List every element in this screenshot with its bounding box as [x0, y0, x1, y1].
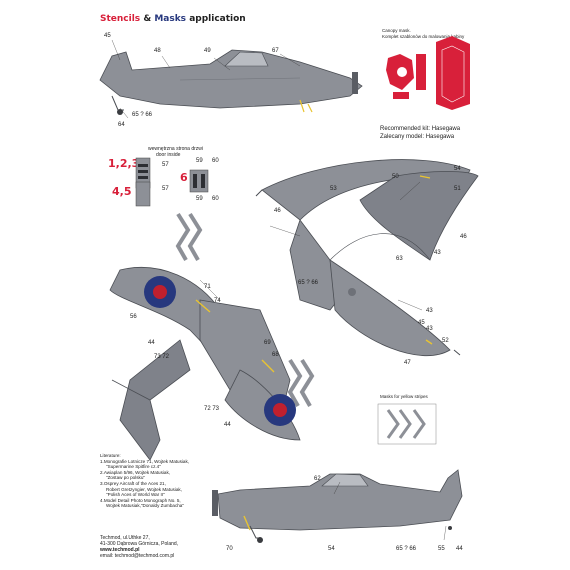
door-caption: wewnętrzna strona drzwi door inside: [148, 146, 203, 158]
side-profile-top: [99, 49, 363, 115]
side-profile-bottom: [212, 469, 463, 543]
stencil-number: 44: [224, 422, 231, 428]
stencil-number: 57: [162, 162, 169, 168]
stencil-number: 51: [454, 186, 461, 192]
stencil-number: 45: [418, 320, 425, 326]
literature-list: Literature: 1.Monografie Lotnicze 71, Wo…: [100, 453, 189, 509]
stencil-number: 62: [314, 476, 321, 482]
door-set-6: 6: [180, 171, 188, 184]
contact-info: Techmod, ul.Uthke 27, 41-300 Dąbrowa Gór…: [100, 535, 178, 559]
stencil-number: 47: [404, 360, 411, 366]
canopy-caption-line1: Canopy mask.: [382, 28, 411, 33]
stencil-number: 55: [438, 546, 445, 552]
stripe-mask-box: [377, 403, 437, 445]
stencil-number: 68: [272, 352, 279, 358]
literature-item: "Zostaw po polsku": [106, 475, 146, 481]
stencil-number: 44: [456, 546, 463, 552]
email-link[interactable]: email: techmod@techmod.com.pl: [100, 553, 175, 559]
door-stencil-blocks: [135, 157, 209, 207]
yellow-stripe-masks-left: [175, 212, 315, 407]
stencil-number: 72 73: [204, 406, 220, 412]
page-title: Stencils & Masks application: [100, 14, 246, 24]
stencil-number: 60: [212, 158, 219, 164]
stencil-number: 69: [264, 340, 271, 346]
literature-item: "Supermarine Spitfire cz.4": [106, 464, 161, 470]
stencil-number: 71: [204, 284, 211, 290]
stencil-number: 73 72: [154, 354, 170, 360]
stencil-number: 50: [392, 174, 399, 180]
stencil-number: 57: [162, 186, 169, 192]
company-address: Techmod, ul.Uthke 27,: [100, 535, 150, 541]
stencil-number: 59: [196, 158, 203, 164]
upper-plan-view: [255, 159, 479, 356]
stencil-number: 67: [272, 48, 279, 54]
stencil-number: 45: [104, 33, 111, 39]
stripe-mask-shapes: [386, 409, 426, 439]
canopy-mask-caption: Canopy mask. Komplet szablonów do malowa…: [382, 28, 464, 40]
canopy-mask-parts: [386, 36, 470, 110]
stencil-number: 48: [154, 48, 161, 54]
title-amp: &: [143, 14, 152, 24]
stencil-number: 43: [426, 308, 433, 314]
literature-item: Robert Gretzyngier, Wojtek Matusiak,: [106, 486, 182, 492]
leader-lines: [111, 39, 447, 541]
stencil-number: 52: [442, 338, 449, 344]
lower-plan-view: [109, 267, 301, 461]
stencil-number: 65 ? 66: [396, 546, 417, 552]
stencil-number: 44: [148, 340, 155, 346]
stencil-number: 64: [118, 122, 125, 128]
stencil-number: 54: [328, 546, 335, 552]
literature-item: 4.Model Detail Photo Monograph No. 5,: [100, 497, 181, 503]
stencil-number: 60: [212, 196, 219, 202]
stencil-number: 65 ? 66: [298, 280, 319, 286]
door-caption-line1: wewnętrzna strona drzwi: [148, 146, 204, 152]
stencil-number: 54: [454, 166, 461, 172]
stencil-number: 65 ? 66: [132, 112, 153, 118]
door-set-123: 1,2,3: [108, 157, 140, 170]
literature-title: Literature:: [100, 453, 121, 458]
literature-item: "Polish Aces of World War II": [106, 492, 165, 498]
stencil-number: 63: [396, 256, 403, 262]
stencil-number: 59: [196, 196, 203, 202]
recommended-kit: Recommended kit: Hasegawa Zalecany model…: [380, 125, 460, 141]
stencil-number: 70: [226, 546, 233, 552]
stencil-number: 49: [204, 48, 211, 54]
literature-item: 2.Awiaplan 5/96, Wojtek Matusiak,: [100, 469, 171, 475]
literature-item: Wojtek Matusiak,"Donaldy Zumbacha": [106, 503, 184, 509]
title-application: application: [189, 14, 246, 24]
stencil-number: 46: [460, 234, 467, 240]
literature-item: 3.Osprey Aircraft of the Aces 21,: [100, 480, 166, 486]
stencil-number: 43: [426, 326, 433, 332]
canopy-caption-line2: Komplet szablonów do malowania kabiny: [382, 34, 465, 39]
door-set-45: 4,5: [112, 185, 132, 198]
stencil-number: 43: [434, 250, 441, 256]
literature-item: 1.Monografie Lotnicze 71, Wojtek Matusia…: [100, 458, 190, 464]
kit-line2: Zalecany model: Hasegawa: [380, 134, 455, 140]
stencil-number: 46: [274, 208, 281, 214]
yellow-stripe-mask-caption: Masks for yellow stripes: [380, 394, 428, 399]
stencil-number: 56: [130, 314, 137, 320]
website-link[interactable]: www.techmod.pl: [100, 547, 140, 553]
stencil-number: 53: [330, 186, 337, 192]
company-city: 41-300 Dąbrowa Górnicza, Poland,: [100, 541, 179, 547]
stencil-number: 74: [214, 298, 221, 304]
title-stencils: Stencils: [100, 14, 141, 24]
door-caption-line2: door inside: [156, 152, 181, 158]
kit-line1: Recommended kit: Hasegawa: [380, 126, 461, 132]
title-masks: Masks: [154, 14, 187, 24]
